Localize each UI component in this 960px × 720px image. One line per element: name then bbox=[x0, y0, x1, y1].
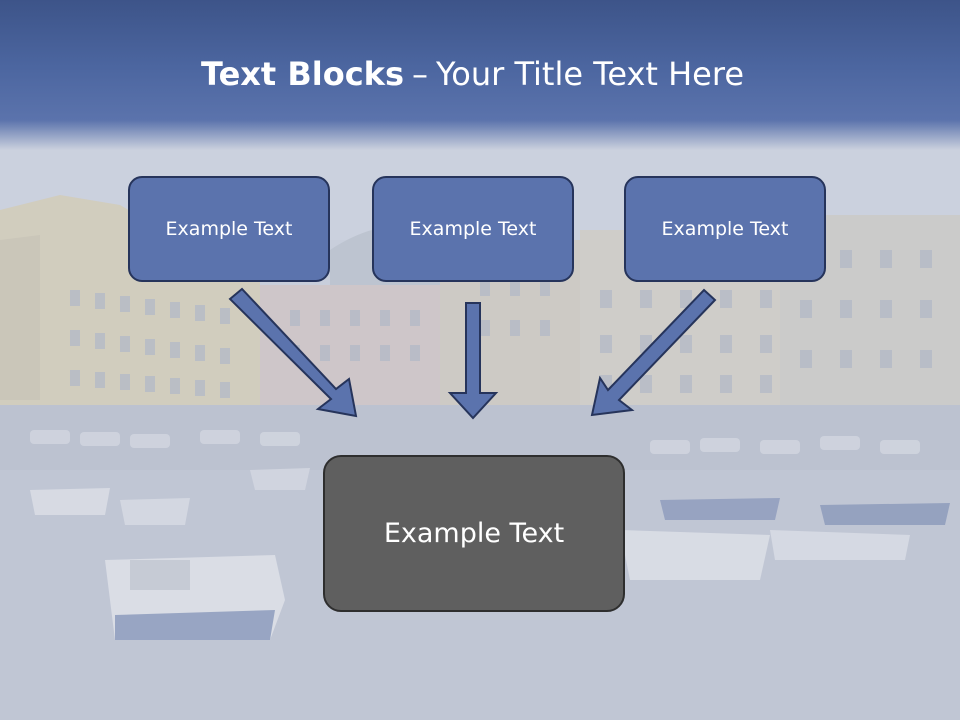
title-rest-text: Your Title Text Here bbox=[435, 55, 744, 93]
target-block-label: Example Text bbox=[383, 518, 565, 549]
text-block-1-label: Example Text bbox=[165, 218, 293, 240]
title-bold-text: Text Blocks bbox=[200, 55, 404, 93]
arrow-center-down bbox=[447, 302, 499, 420]
slide-title: Text Blocks–Your Title Text Here bbox=[0, 55, 945, 93]
text-block-3-label: Example Text bbox=[661, 218, 789, 240]
title-band bbox=[0, 0, 960, 150]
arrow-right-down-left bbox=[590, 288, 717, 417]
arrow-left-down-right bbox=[228, 287, 358, 418]
text-block-3: Example Text bbox=[624, 176, 826, 282]
target-block: Example Text bbox=[323, 455, 625, 612]
text-block-1: Example Text bbox=[128, 176, 330, 282]
title-separator: – bbox=[411, 55, 428, 93]
boat-shapes bbox=[30, 468, 950, 640]
text-block-2: Example Text bbox=[372, 176, 574, 282]
text-block-2-label: Example Text bbox=[409, 218, 537, 240]
